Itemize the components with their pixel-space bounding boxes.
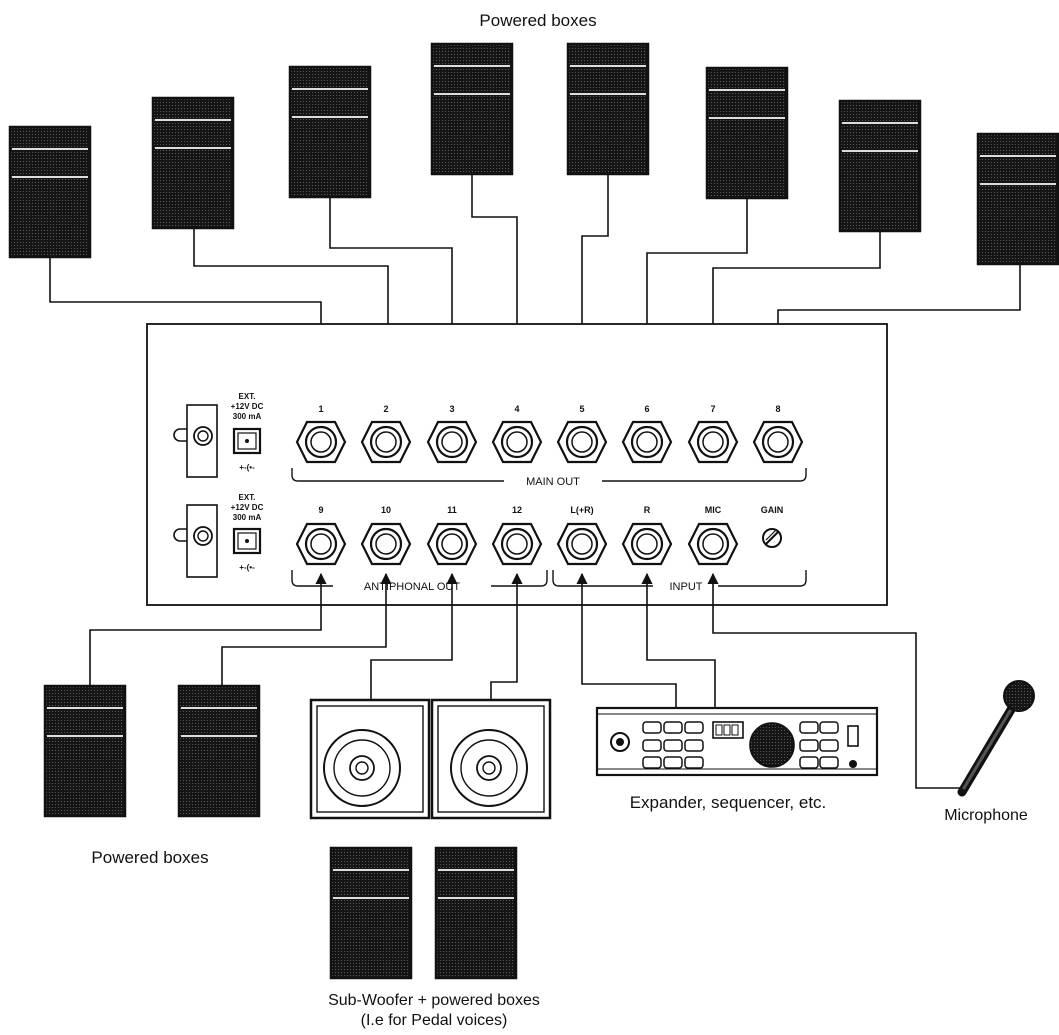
input-wires (576, 572, 962, 789)
power-section-bottom: EXT. +12V DC 300 mA +-(•- (173, 493, 264, 578)
jack-3 (426, 420, 478, 464)
jack-7 (687, 420, 739, 464)
power-voltage-label-2: +12V DC (231, 503, 264, 512)
top-speaker-3 (288, 65, 372, 199)
jack-label-r: R (644, 505, 651, 515)
jack-11 (426, 522, 478, 566)
top-speaker-2 (151, 96, 235, 230)
power-ext-label-2: EXT. (239, 493, 256, 502)
jack-label-1: 1 (318, 404, 323, 414)
jack-label-2: 2 (383, 404, 388, 414)
microphone-label: Microphone (944, 807, 1028, 824)
main-out-jacks: 1 2 3 4 5 6 7 8 MAIN OUT (291, 404, 807, 488)
antiphonal-out-label: ANTIPHONAL OUT (364, 581, 460, 593)
top-speaker-5 (566, 42, 650, 176)
jack-10 (360, 522, 412, 566)
top-speaker-4 (430, 42, 514, 176)
jack-label-l: L(+R) (570, 505, 593, 515)
bottom-speaker-1 (43, 684, 127, 818)
jack-label-7: 7 (710, 404, 715, 414)
top-speaker-6 (705, 66, 789, 200)
gain-knob (762, 528, 782, 548)
power-voltage-label: +12V DC (231, 402, 264, 411)
jack-2 (360, 420, 412, 464)
power-polarity-label: +-(•- (239, 463, 255, 472)
jack-label-5: 5 (579, 404, 584, 414)
power-section-top: EXT. +12V DC 300 mA +-(•- (173, 392, 264, 478)
top-powered-boxes-label: Powered boxes (479, 11, 596, 30)
subwoofer-label-line2: (I.e for Pedal voices) (361, 1012, 508, 1029)
main-out-label: MAIN OUT (526, 476, 580, 488)
power-polarity-label-2: +-(•- (239, 563, 255, 572)
jack-label-6: 6 (644, 404, 649, 414)
subwoofer-label-line1: Sub-Woofer + powered boxes (328, 992, 540, 1009)
jack-6 (621, 420, 673, 464)
jack-mic (687, 522, 739, 566)
top-speaker-1 (8, 125, 92, 259)
jack-4 (491, 420, 543, 464)
microphone-icon (957, 680, 1035, 797)
expander-label: Expander, sequencer, etc. (630, 793, 827, 812)
bottom-speaker-2 (177, 684, 261, 818)
jack-label-mic: MIC (705, 505, 722, 515)
jack-l-r (556, 522, 608, 566)
jack-12 (491, 522, 543, 566)
sub-speaker-1 (329, 846, 413, 980)
subwoofer-1 (309, 698, 431, 820)
expander-device (595, 706, 879, 777)
bottom-powered-boxes-label: Powered boxes (91, 848, 208, 867)
sub-speaker-2 (434, 846, 518, 980)
jack-r (621, 522, 673, 566)
jack-label-10: 10 (381, 505, 391, 515)
jack-label-4: 4 (514, 404, 519, 414)
jack-5 (556, 420, 608, 464)
antiphonal-wires (89, 572, 523, 700)
input-label: INPUT (670, 581, 703, 593)
subwoofer-2 (430, 698, 552, 820)
jack-label-11: 11 (447, 505, 457, 515)
power-current-label-2: 300 mA (233, 513, 262, 522)
power-ext-label: EXT. (239, 392, 256, 401)
jack-8 (752, 420, 804, 464)
jack-label-9: 9 (318, 505, 323, 515)
jack-label-3: 3 (449, 404, 454, 414)
power-current-label: 300 mA (233, 412, 262, 421)
top-speaker-7 (838, 99, 922, 233)
jack-1 (295, 420, 347, 464)
jack-label-12: 12 (512, 505, 522, 515)
top-speaker-8 (976, 132, 1059, 266)
jack-9 (295, 522, 347, 566)
jack-label-8: 8 (775, 404, 780, 414)
gain-label: GAIN (761, 505, 784, 515)
